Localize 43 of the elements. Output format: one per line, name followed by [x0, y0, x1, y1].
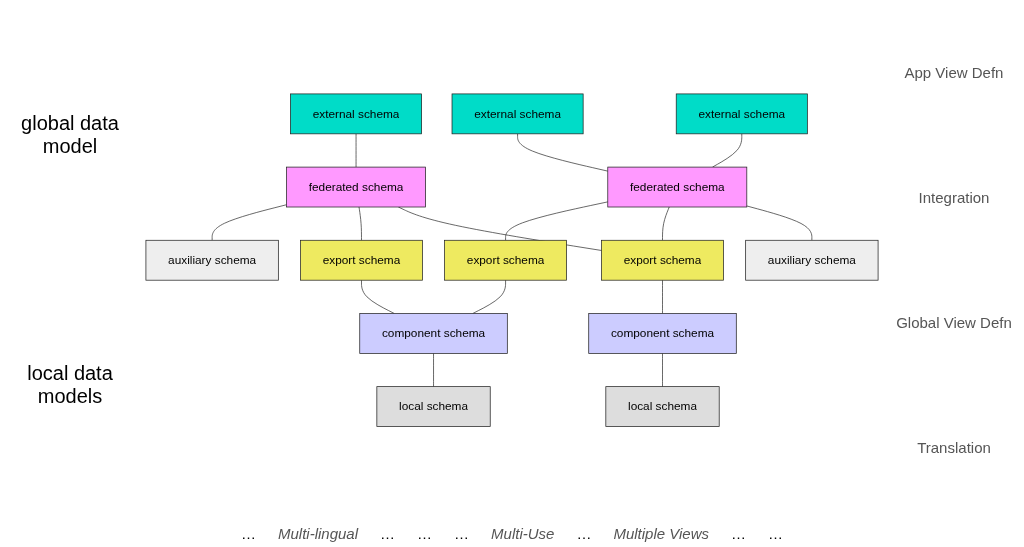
side-label: Integration	[918, 189, 990, 206]
ellipsis-text: …	[768, 525, 783, 542]
node-box: export schema	[444, 239, 567, 281]
node-box: external schema	[451, 93, 584, 134]
ellipsis-text: …	[241, 525, 256, 542]
ellipsis-text: …	[454, 525, 470, 542]
side-label: Translation	[917, 439, 991, 456]
side-label: global data model	[20, 112, 120, 158]
node-box: local schema	[605, 386, 720, 427]
annotation-text: Multiple Views	[613, 525, 709, 542]
annotation-text: Multi-lingual	[278, 525, 359, 542]
connector	[211, 204, 287, 241]
connector	[746, 205, 813, 241]
connector	[361, 279, 395, 314]
connector	[355, 133, 357, 168]
ellipsis-text: …	[731, 525, 746, 542]
node-box: local schema	[376, 386, 491, 427]
annotation-text: Multi-Use	[491, 525, 555, 542]
connector	[517, 133, 609, 172]
connector	[433, 352, 434, 387]
ellipsis-text: …	[417, 525, 433, 542]
connector	[505, 201, 609, 241]
connector	[662, 279, 663, 314]
side-label: local data models	[26, 362, 114, 408]
side-label: Global View Defn	[896, 314, 1012, 331]
ellipsis-text: …	[576, 525, 592, 542]
node-box: federated schema	[607, 166, 748, 208]
node-box: component schema	[588, 312, 737, 354]
node-box: component schema	[359, 312, 508, 354]
connector	[358, 206, 362, 241]
connector	[662, 352, 663, 387]
side-label: App View Defn	[904, 64, 1004, 81]
ellipsis-text: …	[380, 525, 396, 542]
connector	[662, 206, 670, 241]
connector	[472, 279, 506, 314]
node-box: export schema	[601, 239, 724, 281]
node-box: export schema	[300, 239, 423, 281]
node-box: auxiliary schema	[145, 239, 279, 281]
node-box: federated schema	[286, 166, 426, 208]
node-box: auxiliary schema	[745, 239, 879, 281]
connector	[712, 133, 743, 168]
node-box: external schema	[290, 93, 422, 134]
node-box: external schema	[675, 93, 808, 134]
